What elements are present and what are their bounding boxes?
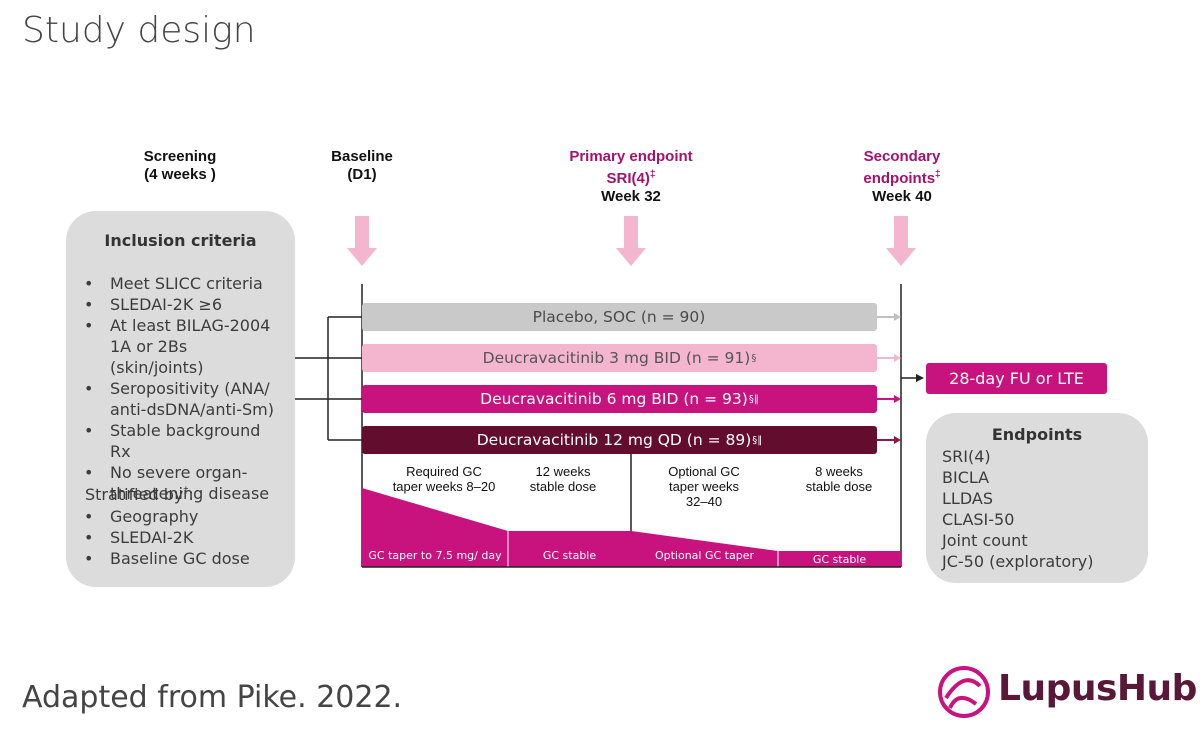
secondary-endpoint-header: Secondary endpoints‡ Week 40: [832, 148, 972, 206]
phase-3-line-1: Optional GC: [668, 464, 740, 479]
inclusion-list: Meet SLICC criteria SLEDAI-2K ≥6 At leas…: [82, 273, 282, 504]
gc-stable-shape-2: [778, 551, 901, 567]
arm-arrow-6mg: [877, 395, 901, 403]
primary-line-1: Primary endpoint: [569, 148, 693, 165]
list-item: Joint count: [942, 531, 1028, 550]
list-item: Baseline GC dose: [82, 548, 282, 569]
list-item: At least BILAG-2004 1A or 2Bs (skin/join…: [82, 315, 282, 378]
list-item: SRI(4): [942, 447, 991, 466]
phase-4-label: 8 weeks stable dose: [784, 464, 894, 494]
arm-arrow-3mg: [877, 354, 901, 362]
endpoints-list: SRI(4) BICLA LLDAS CLASI-50 Joint count …: [942, 446, 1094, 572]
endpoints-title: Endpoints: [991, 425, 1083, 444]
secondary-down-arrow: [886, 216, 916, 266]
phase-1-line-2: taper weeks 8–20: [392, 479, 496, 494]
arm-arrow-12mg: [877, 436, 901, 444]
baseline-header: Baseline (D1): [302, 148, 422, 184]
stratified-label: Stratified by†:: [85, 485, 194, 504]
primary-endpoint-header: Primary endpoint SRI(4)‡ Week 32: [546, 148, 716, 206]
arm-deucravacitinib-3mg: Deucravacitinib 3 mg BID (n = 91)§: [362, 344, 877, 372]
gc-stable-label-2: GC stable: [812, 553, 867, 566]
list-item: SLEDAI-2K ≥6: [82, 294, 282, 315]
source-citation: Adapted from Pike. 2022.: [22, 680, 403, 715]
list-item: BICLA: [942, 468, 990, 487]
list-item: JC-50 (exploratory): [942, 552, 1094, 571]
phase-3-line-3: 32–40: [685, 494, 723, 509]
list-item: LLDAS: [942, 489, 993, 508]
screening-line-2: (4 weeks ): [144, 166, 216, 183]
list-item: No severe organ-threatening disease: [82, 462, 282, 504]
phase-2-line-2: stable dose: [529, 479, 597, 494]
phase-1-line-1: Required GC: [406, 464, 482, 479]
secondary-line-3: Week 40: [872, 188, 932, 205]
baseline-line-2: (D1): [347, 166, 377, 183]
list-item: Seropositivity (ANA/ anti-dsDNA/anti-Sm): [82, 378, 282, 420]
gc-stable-shape-1: [508, 531, 631, 567]
phase-4-line-1: 8 weeks: [815, 464, 863, 479]
list-item: SLEDAI-2K: [82, 527, 282, 548]
phase-3-line-2: taper weeks: [668, 479, 740, 494]
primary-line-3: Week 32: [601, 188, 661, 205]
phase-3-label: Optional GC taper weeks 32–40: [644, 464, 764, 509]
stratified-list: Geography SLEDAI-2K Baseline GC dose: [82, 506, 282, 569]
secondary-line-1: Secondary: [863, 148, 941, 165]
lupushub-logo-text: LupusHub: [998, 668, 1197, 709]
baseline-line-1: Baseline: [331, 148, 393, 165]
arm-deucravacitinib-12mg: Deucravacitinib 12 mg QD (n = 89)§‖: [362, 426, 877, 454]
followup-box: 28-day FU or LTE: [926, 363, 1107, 394]
gc-stable-label-1: GC stable: [542, 549, 597, 562]
randomization-connectors: [295, 316, 362, 441]
screening-header: Screening (4 weeks ): [120, 148, 240, 184]
lupushub-logo-icon: [938, 666, 990, 718]
screening-line-1: Screening: [143, 148, 217, 165]
primary-down-arrow: [616, 216, 646, 266]
followup-arrow: [901, 374, 924, 382]
list-item: Geography: [82, 506, 282, 527]
list-item: CLASI-50: [942, 510, 1015, 529]
phase-4-line-2: stable dose: [805, 479, 873, 494]
gc-optional-taper-label: Optional GC taper: [654, 549, 755, 562]
phase-2-line-1: 12 weeks: [535, 464, 591, 479]
list-item: Meet SLICC criteria: [82, 273, 282, 294]
arm-deucravacitinib-6mg: Deucravacitinib 6 mg BID (n = 93)§‖: [362, 385, 877, 413]
page-title: Study design: [22, 10, 256, 51]
endpoints-box: Endpoints SRI(4) BICLA LLDAS CLASI-50 Jo…: [926, 413, 1148, 583]
secondary-line-2: endpoints‡: [863, 169, 941, 187]
arm-arrow-placebo: [877, 313, 901, 321]
inclusion-title: Inclusion criteria: [104, 231, 257, 250]
gc-optional-taper-shape: [631, 531, 778, 567]
phase-2-label: 12 weeks stable dose: [508, 464, 618, 494]
baseline-down-arrow: [347, 216, 377, 266]
gc-taper-shape: [362, 488, 508, 567]
gc-taper-label: GC taper to 7.5 mg/ day: [368, 549, 502, 562]
arm-placebo: Placebo, SOC (n = 90): [362, 303, 877, 331]
list-item: Stable background Rx: [82, 420, 282, 462]
primary-line-2: SRI(4)‡: [606, 169, 656, 187]
inclusion-criteria-box: Inclusion criteria Meet SLICC criteria S…: [66, 211, 295, 587]
phase-1-label: Required GC taper weeks 8–20: [364, 464, 524, 494]
